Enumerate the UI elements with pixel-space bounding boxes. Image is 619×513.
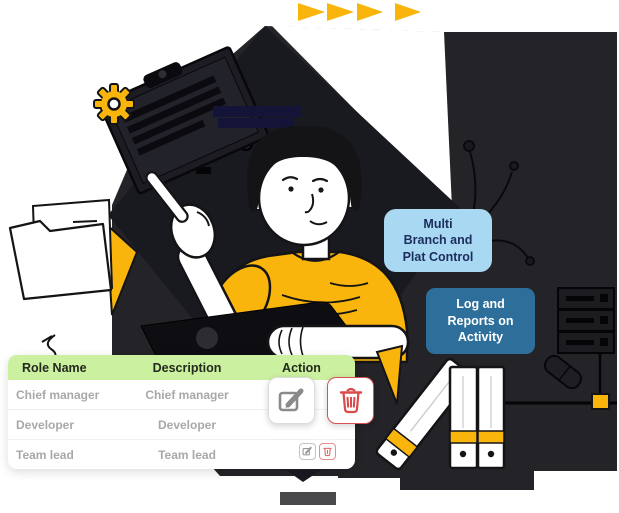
feature-badge-text: Multi Branch and Plat Control xyxy=(402,216,474,264)
shirt-wedge xyxy=(375,344,404,405)
usb-drive-icon xyxy=(543,354,583,390)
role-name-cell: Chief manager xyxy=(16,387,100,402)
feature-badge-log-reports: Log and Reports on Activity xyxy=(426,288,535,354)
edge-strip xyxy=(617,0,619,513)
trash-icon xyxy=(323,447,332,457)
base-shadow xyxy=(280,492,336,505)
edit-button[interactable] xyxy=(268,377,315,424)
table-row: Developer Developer xyxy=(8,409,355,439)
role-name-cell: Developer xyxy=(16,417,75,432)
feature-badge-multi-branch: Multi Branch and Plat Control xyxy=(384,209,492,272)
roles-table: Role Name Description Action Chief manag… xyxy=(8,355,355,469)
server-rack-icon xyxy=(505,287,617,410)
arrow-right-icons xyxy=(298,3,421,21)
plug-icon xyxy=(591,393,610,410)
column-header-role-name: Role Name xyxy=(22,360,87,375)
binder-icon xyxy=(448,365,506,470)
binder-icon xyxy=(375,357,473,471)
edit-icon xyxy=(302,446,312,456)
clipboard-icon xyxy=(99,46,270,195)
diamond-tip xyxy=(286,470,321,482)
description-cell: Developer xyxy=(157,417,217,432)
table-row: Chief manager Chief manager xyxy=(8,380,355,409)
sign-bars xyxy=(213,106,301,128)
table-row: Team lead Team lead xyxy=(8,439,355,469)
column-header-description: Description xyxy=(152,360,222,375)
description-cell: Team lead xyxy=(158,447,216,462)
edit-icon xyxy=(278,388,303,411)
person-illustration xyxy=(140,125,410,364)
description-cell: Chief manager xyxy=(145,387,229,402)
table-header-row: Role Name Description Action xyxy=(8,355,355,380)
pointing-finger xyxy=(145,171,189,223)
edit-button-small[interactable] xyxy=(299,443,316,460)
folder-icon xyxy=(8,198,139,362)
feature-badge-text: Log and Reports on Activity xyxy=(447,297,514,345)
delete-button-small[interactable] xyxy=(319,443,336,460)
trash-icon xyxy=(339,387,362,413)
column-header-action: Action xyxy=(282,360,321,375)
delete-button[interactable] xyxy=(327,377,374,424)
role-name-cell: Team lead xyxy=(16,447,74,462)
gear-icon xyxy=(93,83,135,125)
